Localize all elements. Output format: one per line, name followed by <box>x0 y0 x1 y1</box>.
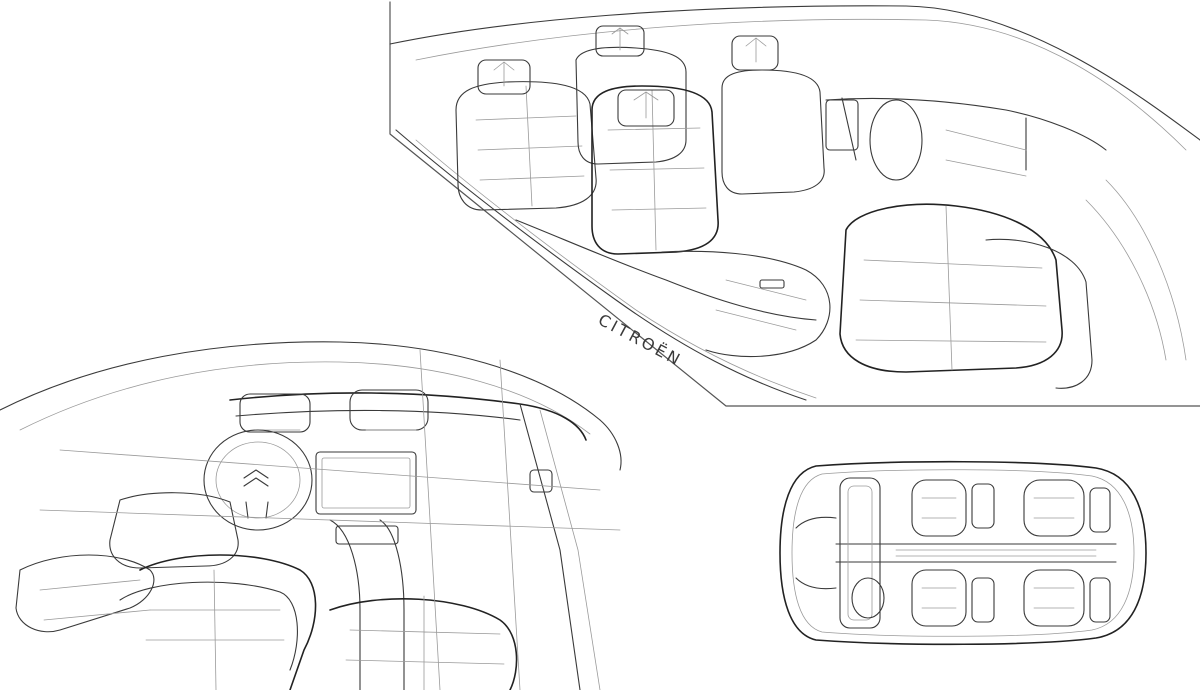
cabin-perspective-drawing <box>389 1 1200 407</box>
top-down-plan-sketch <box>776 458 1150 648</box>
dashboard-perspective-drawing <box>0 341 622 690</box>
dashboard-perspective-sketch <box>0 330 640 690</box>
top-down-plan-drawing <box>779 460 1147 646</box>
cabin-perspective-sketch: CITROËN <box>386 0 1200 410</box>
